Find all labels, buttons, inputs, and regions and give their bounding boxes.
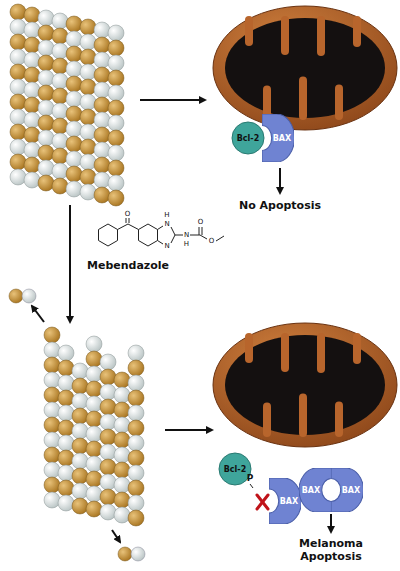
atom-label: O bbox=[125, 210, 131, 218]
tubulin-dimer bbox=[9, 289, 145, 561]
phospho-mark: P bbox=[247, 473, 254, 484]
atom-label: N bbox=[164, 242, 169, 250]
atom-label: N bbox=[184, 231, 189, 239]
microtubule bbox=[10, 4, 124, 206]
mebendazole-structure bbox=[99, 218, 225, 246]
drug-name: Mebendazole bbox=[87, 259, 169, 272]
atom-label: N bbox=[164, 220, 169, 228]
protein-label: Bcl-2 bbox=[237, 134, 259, 143]
phospho-bond bbox=[250, 484, 253, 488]
bax-protein: BAX bbox=[299, 468, 331, 512]
protein-label: BAX bbox=[280, 497, 298, 506]
mitochondrion bbox=[213, 6, 397, 130]
protein-label: BAX bbox=[342, 486, 360, 495]
protein-label: BAX bbox=[273, 134, 291, 143]
arrows bbox=[32, 100, 331, 542]
mitochondrion bbox=[213, 323, 397, 447]
bcl2-protein: Bcl-2 bbox=[231, 121, 265, 155]
outcome-text: Melanoma Apoptosis bbox=[289, 537, 373, 563]
atom-label: H bbox=[184, 240, 189, 248]
protein-label: Bcl-2 bbox=[224, 465, 246, 474]
block-mark bbox=[257, 495, 268, 509]
outcome-text: No Apoptosis bbox=[239, 199, 321, 212]
bax-protein: BAX bbox=[331, 468, 363, 512]
microtubule bbox=[44, 327, 144, 526]
atom-label: O bbox=[198, 218, 204, 226]
bax-protein: BAX bbox=[269, 478, 301, 524]
bax-protein: BAX bbox=[262, 114, 294, 162]
atom-label: H bbox=[164, 211, 169, 219]
protein-label: BAX bbox=[302, 486, 320, 495]
atom-label: O bbox=[209, 237, 215, 245]
